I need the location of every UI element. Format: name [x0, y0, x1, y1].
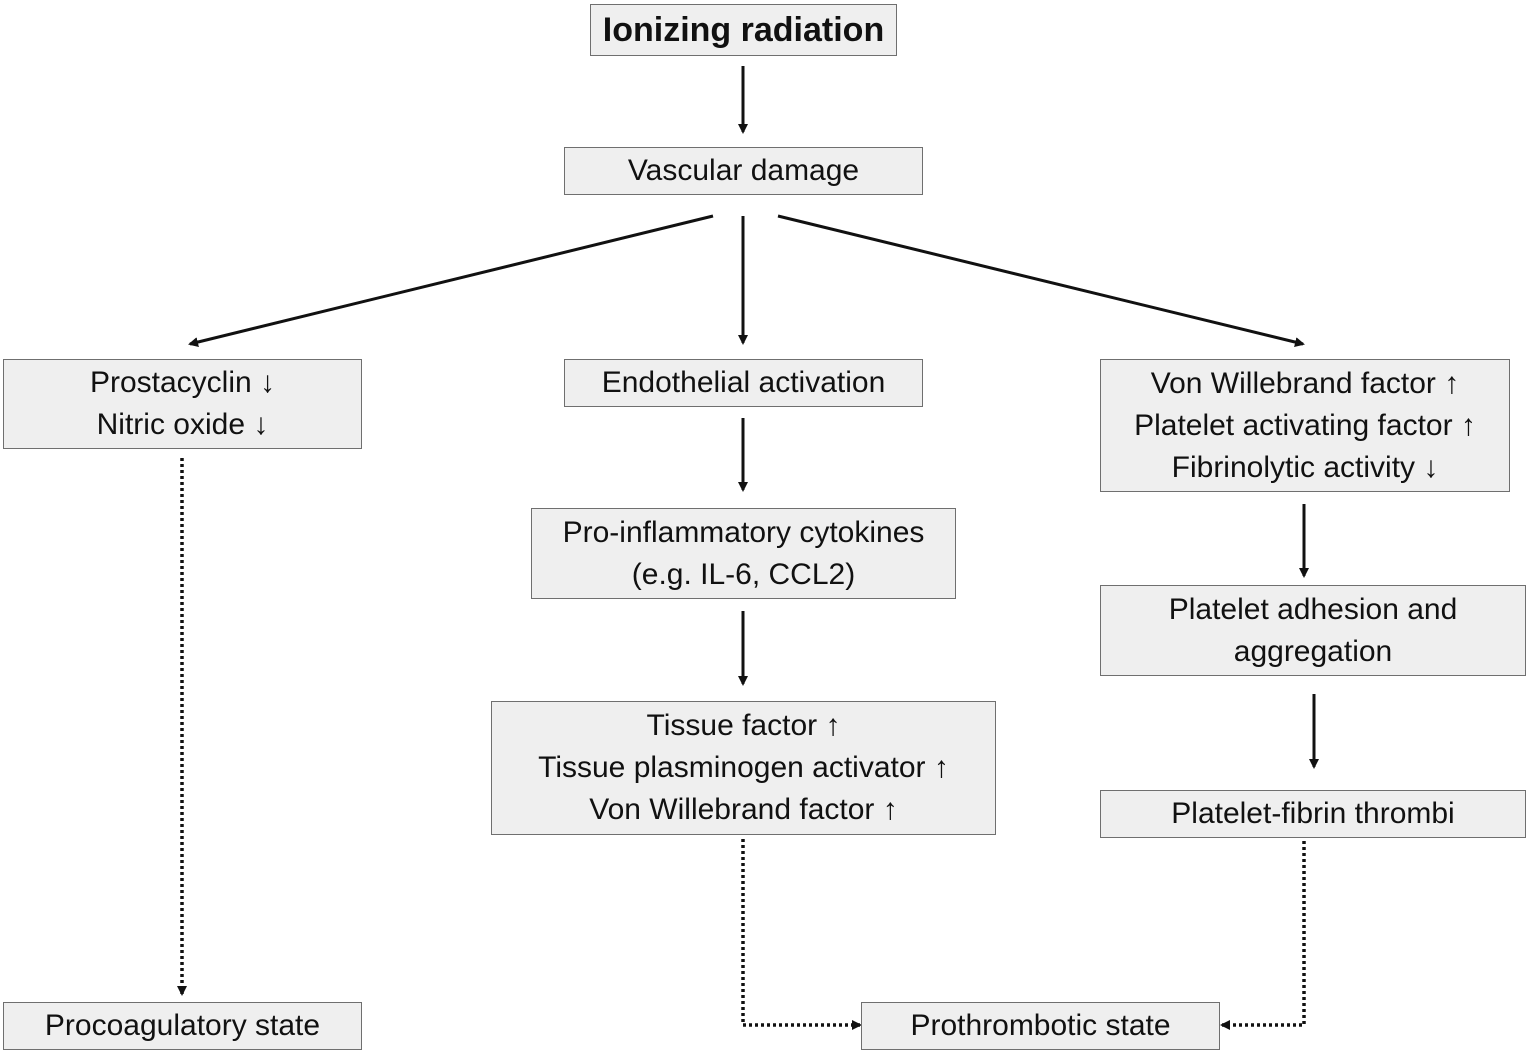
platelet-adhesion-box: Platelet adhesion and aggregation: [1100, 585, 1526, 676]
procoagulatory-state-box: Procoagulatory state: [3, 1002, 362, 1050]
ionizing-radiation-label: Ionizing radiation: [602, 11, 885, 49]
cytokines-box: Pro-inflammatory cytokines (e.g. IL-6, C…: [531, 508, 956, 599]
platelet-activating-factor-label: Platelet activating factor ↑: [1134, 408, 1476, 442]
tissue-factors-box: Tissue factor ↑ Tissue plasminogen activ…: [491, 701, 996, 835]
platelet-thrombi-box: Platelet-fibrin thrombi: [1100, 790, 1526, 838]
prostacyclin-label: Prostacyclin ↓: [89, 366, 276, 399]
platelet-adhesion-label-1: Platelet adhesion and: [1168, 592, 1458, 626]
von-willebrand-factor-label: Von Willebrand factor ↑: [1150, 366, 1460, 400]
edge-tissue-factors-to-prothrombotic: [741, 839, 862, 1030]
procoagulatory-state-label: Procoagulatory state: [44, 1009, 321, 1042]
cytokines-label: Pro-inflammatory cytokines: [562, 515, 925, 549]
endothelial-activation-box: Endothelial activation: [564, 359, 923, 407]
prothrombotic-state-label: Prothrombotic state: [910, 1009, 1171, 1042]
von-willebrand-factor-center-label: Von Willebrand factor ↑: [589, 793, 898, 826]
platelet-adhesion-label-2: aggregation: [1233, 634, 1393, 668]
prothrombotic-state-box: Prothrombotic state: [861, 1002, 1220, 1050]
fibrinolytic-activity-label: Fibrinolytic activity ↓: [1171, 450, 1439, 484]
vascular-damage-label: Vascular damage: [627, 154, 860, 187]
tissue-factor-label: Tissue factor ↑: [646, 709, 841, 742]
cytokines-examples-label: (e.g. IL-6, CCL2): [631, 557, 856, 591]
endothelial-activation-label: Endothelial activation: [601, 366, 886, 399]
left-factors-box: Prostacyclin ↓ Nitric oxide ↓: [3, 359, 362, 449]
edge-vascular-to-right-factors: [777, 214, 1305, 347]
right-factors-box: Von Willebrand factor ↑ Platelet activat…: [1100, 359, 1510, 492]
nitric-oxide-label: Nitric oxide ↓: [96, 408, 269, 441]
edge-vascular-to-left-factors: [188, 214, 714, 347]
ionizing-radiation-box: Ionizing radiation: [590, 4, 897, 56]
edge-thrombi-to-prothrombotic: [1220, 841, 1306, 1030]
tissue-plasminogen-activator-label: Tissue plasminogen activator ↑: [538, 751, 949, 784]
platelet-thrombi-label: Platelet-fibrin thrombi: [1171, 797, 1455, 830]
vascular-damage-box: Vascular damage: [564, 147, 923, 195]
